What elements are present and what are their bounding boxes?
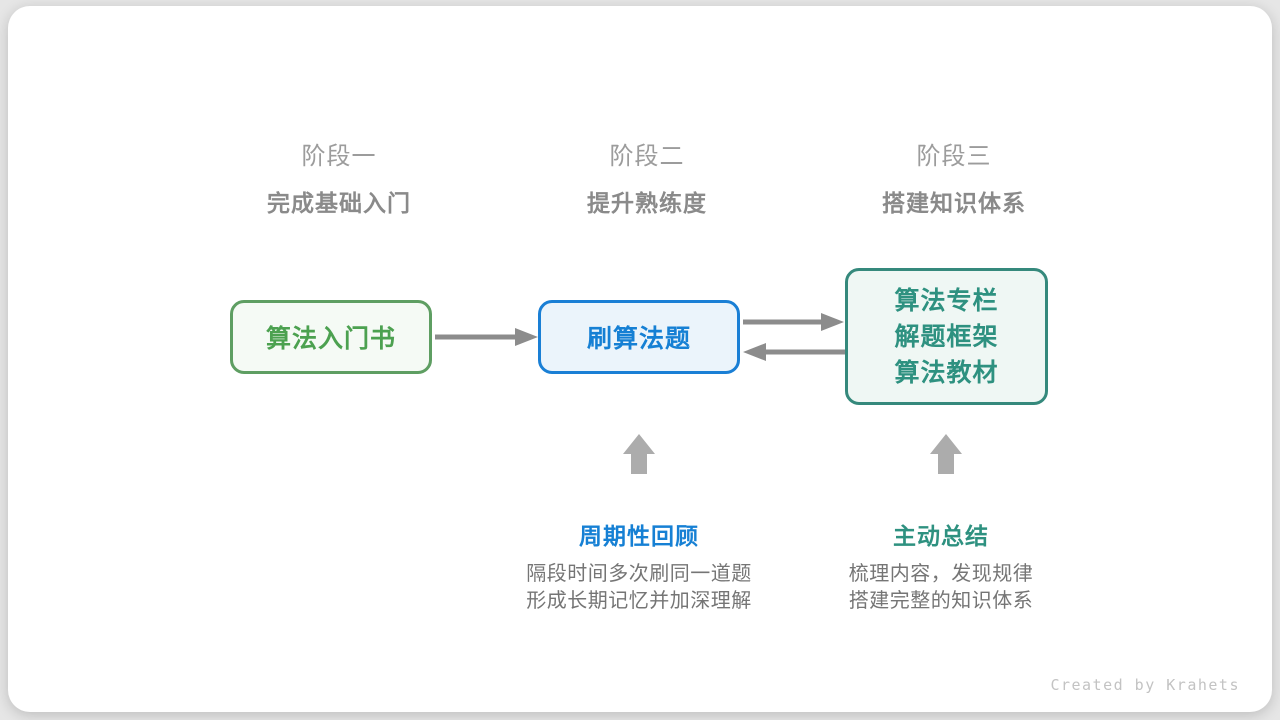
credit-text: Created by Krahets: [1050, 676, 1240, 694]
node-resource-line-1: 算法专栏: [894, 286, 999, 315]
summary-annotation-line-1: 梳理内容，发现规律: [848, 563, 1034, 585]
review-annotation-title: 周期性回顾: [579, 523, 699, 549]
node-intro-book: 算法入门书: [230, 300, 432, 374]
stage-2-title: 提升熟练度: [587, 190, 707, 216]
review-annotation-body: 隔段时间多次刷同一道题 形成长期记忆并加深理解: [459, 561, 819, 615]
summary-annotation-line-2: 搭建完整的知识体系: [848, 590, 1034, 612]
node-resource-line-2: 解题框架: [894, 322, 999, 351]
stage-3-label: 阶段三: [916, 143, 992, 170]
summary-annotation-title: 主动总结: [893, 523, 989, 549]
review-annotation-line-2: 形成长期记忆并加深理解: [526, 590, 752, 612]
node-knowledge-resources: 算法专栏 解题框架 算法教材: [845, 268, 1048, 405]
review-annotation-line-1: 隔段时间多次刷同一道题: [526, 563, 752, 585]
node-practice-problems: 刷算法题: [538, 300, 740, 374]
stage-2-label: 阶段二: [609, 143, 685, 170]
summary-annotation-body: 梳理内容，发现规律 搭建完整的知识体系: [761, 561, 1121, 615]
stage-1-title: 完成基础入门: [267, 190, 411, 216]
node-resource-line-3: 算法教材: [894, 358, 999, 387]
diagram-card: 阶段一 完成基础入门 阶段二 提升熟练度 阶段三 搭建知识体系 算法入门书 刷算…: [8, 6, 1272, 712]
stage-1-label: 阶段一: [301, 143, 377, 170]
stage-3-title: 搭建知识体系: [882, 190, 1026, 216]
node-practice-problems-label: 刷算法题: [586, 325, 691, 353]
node-intro-book-label: 算法入门书: [265, 325, 396, 353]
